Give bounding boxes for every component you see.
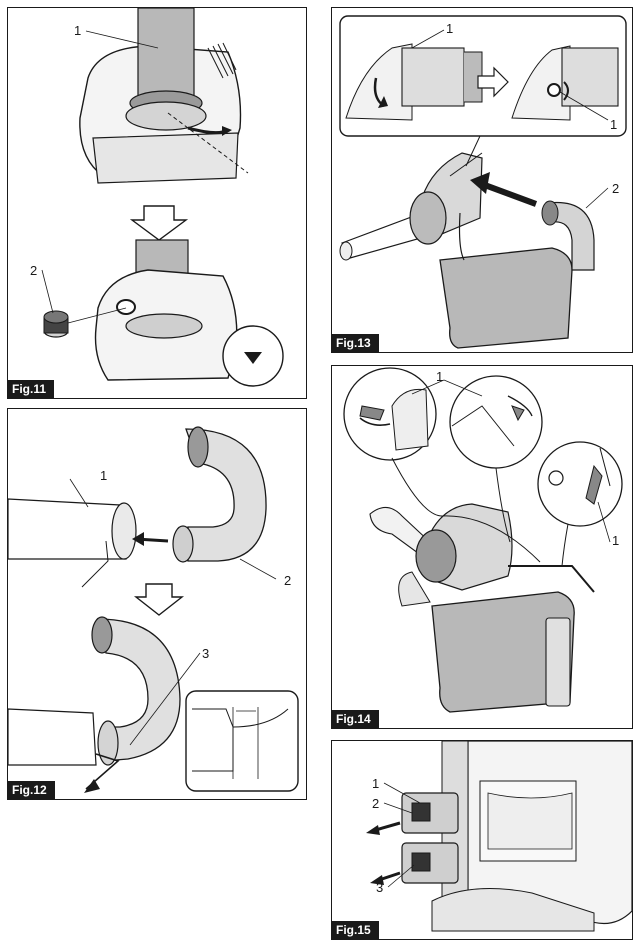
callout-1: 1: [74, 23, 82, 38]
figure-13-panel: 1 1 2 Fig.13: [331, 7, 633, 353]
callout-1: 1: [610, 117, 618, 132]
callout-2: 2: [284, 573, 292, 588]
callout-2: 2: [30, 263, 38, 278]
callout-2: 2: [612, 181, 620, 196]
figure-11-panel: 1 2 Fig.11: [7, 7, 307, 399]
figure-label: Fig.15: [332, 921, 379, 939]
callout-1: 1: [100, 468, 108, 483]
callout-1: 1: [372, 776, 380, 791]
callout-1: 1: [436, 369, 444, 384]
figure-label: Fig.13: [332, 334, 379, 352]
figure-15-panel: 1 2 3 Fig.15: [331, 740, 633, 940]
figure-14-illustration: [343, 367, 623, 713]
callout-2: 2: [372, 796, 380, 811]
callout-3: 3: [202, 646, 210, 661]
figure-label: Fig.14: [332, 710, 379, 728]
figure-14-panel: 1 1 Fig.14: [331, 365, 633, 729]
callout-1: 1: [446, 21, 454, 36]
figure-label: Fig.12: [8, 781, 55, 799]
right-arrow-icon: [477, 66, 509, 98]
callout-3: 3: [376, 880, 384, 895]
down-arrow-icon: [133, 583, 185, 616]
figure-12-panel: 1 2 3 Fig.12: [7, 408, 307, 800]
figure-11-illustration: [41, 8, 284, 387]
down-arrow-icon: [129, 205, 189, 241]
figure-15-illustration: [366, 741, 632, 932]
figure-label: Fig.11: [8, 380, 55, 398]
figure-12-illustration: [8, 426, 299, 793]
figure-13-illustration: [339, 15, 627, 349]
callout-1: 1: [612, 533, 620, 548]
